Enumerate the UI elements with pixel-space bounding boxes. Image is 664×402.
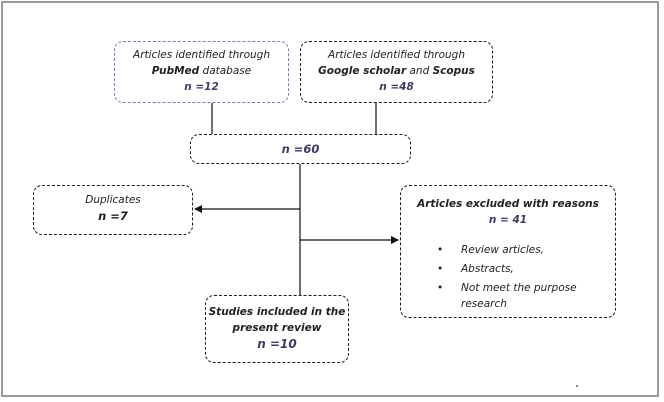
reason-item: • Not meet the purpose research bbox=[437, 280, 615, 312]
included-box: Studies included in the present review n… bbox=[205, 295, 349, 363]
included-line1: Studies included in the bbox=[208, 306, 346, 318]
pubmed-source: PubMed bbox=[151, 65, 200, 77]
diagram-frame bbox=[1, 1, 659, 397]
pubmed-suffix: database bbox=[199, 65, 252, 77]
total-box: n =60 bbox=[190, 134, 411, 164]
bullet-icon: • bbox=[437, 244, 444, 256]
bullet-icon: • bbox=[437, 282, 444, 294]
exclusion-reasons-list: • Review articles, • Abstracts, • Not meet … bbox=[401, 242, 615, 312]
google-line1: Articles identified through bbox=[328, 49, 465, 61]
pubmed-source-line: PubMed database bbox=[115, 63, 288, 79]
duplicates-box: Duplicates n =7 bbox=[33, 185, 193, 235]
duplicates-count: n =7 bbox=[98, 209, 128, 223]
scopus-source: Scopus bbox=[432, 65, 475, 77]
google-scholar-source: Google scholar bbox=[318, 65, 407, 77]
google-source-line: Google scholar and Scopus bbox=[301, 63, 492, 79]
pubmed-box: Articles identified through PubMed datab… bbox=[114, 41, 289, 103]
reason-item: • Review articles, bbox=[437, 242, 615, 258]
reason-text: Not meet the purpose research bbox=[461, 282, 577, 310]
duplicates-label: Duplicates bbox=[85, 194, 141, 206]
google-scopus-box: Articles identified through Google schol… bbox=[300, 41, 493, 103]
bullet-icon: • bbox=[437, 263, 444, 275]
excluded-title: Articles excluded with reasons bbox=[417, 198, 599, 210]
pubmed-line1: Articles identified through bbox=[133, 49, 270, 61]
included-count: n =10 bbox=[257, 337, 297, 351]
excluded-count: n = 41 bbox=[488, 214, 528, 226]
reason-text: Review articles, bbox=[461, 244, 545, 256]
excluded-box: Articles excluded with reasons n = 41 • R… bbox=[400, 185, 616, 318]
reason-item: • Abstracts, bbox=[437, 261, 615, 277]
google-count: n =48 bbox=[379, 81, 414, 93]
included-line2: present review bbox=[232, 322, 322, 334]
stray-dot bbox=[576, 385, 578, 387]
pubmed-count: n =12 bbox=[184, 81, 219, 93]
reason-text: Abstracts, bbox=[461, 263, 514, 275]
google-joiner: and bbox=[406, 65, 433, 77]
total-count: n =60 bbox=[281, 142, 320, 156]
